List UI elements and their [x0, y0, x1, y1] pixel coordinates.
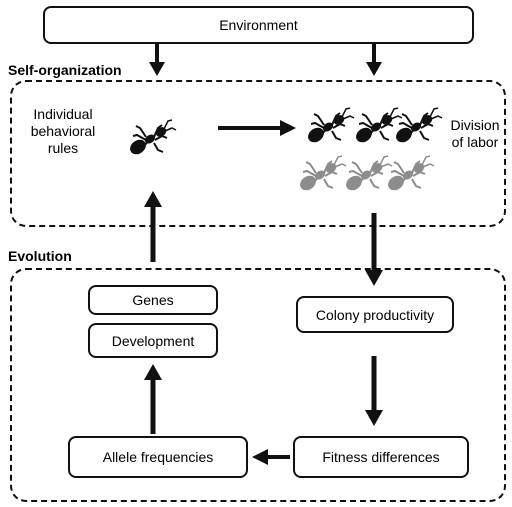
- environment-box: Environment: [43, 6, 474, 44]
- individual-rules-text: Individual behavioral rules: [18, 106, 108, 157]
- arrow-rules-to-division: [218, 120, 296, 136]
- ant-active-icon: [305, 107, 355, 146]
- self-organization-region: [10, 80, 506, 227]
- ant-idle-icon: [297, 155, 347, 194]
- arrow-colony-to-fitness: [365, 356, 383, 426]
- ant-idle-icon: [343, 155, 393, 194]
- allele-frequencies-box: Allele frequencies: [68, 436, 248, 478]
- development-label: Development: [111, 332, 195, 349]
- arrow-env-to-left: [149, 44, 165, 76]
- development-box: Development: [88, 323, 218, 358]
- evolution-title: Evolution: [8, 248, 72, 264]
- ant-idle-icon: [385, 155, 435, 194]
- arrow-env-to-right: [366, 44, 382, 76]
- genes-box: Genes: [88, 285, 218, 315]
- ant-active-icon: [353, 107, 403, 146]
- self-organization-title: Self-organization: [8, 62, 122, 78]
- fitness-differences-box: Fitness differences: [293, 436, 469, 478]
- arrow-division-to-colony: [365, 213, 383, 286]
- division-of-labor-text: Division of labor: [440, 117, 510, 151]
- arrow-genes-to-rules: [144, 191, 162, 262]
- allele-frequencies-label: Allele frequencies: [102, 449, 214, 465]
- genes-label: Genes: [132, 292, 174, 308]
- individual-rules-line-3: rules: [47, 140, 79, 156]
- evolution-region: [10, 268, 506, 502]
- ant-active-icon: [393, 107, 443, 146]
- arrow-allele-to-development: [144, 364, 162, 434]
- arrow-fitness-to-allele: [252, 449, 290, 465]
- individual-rules-line-2: behavioral: [30, 123, 96, 139]
- ant-individual-icon: [127, 119, 177, 158]
- division-line-2: of labor: [451, 134, 499, 150]
- individual-rules-line-1: Individual: [33, 106, 93, 122]
- colony-productivity-label: Colony productivity: [315, 306, 435, 323]
- division-line-1: Division: [450, 117, 500, 133]
- environment-label: Environment: [219, 17, 298, 33]
- fitness-differences-label: Fitness differences: [322, 449, 440, 465]
- colony-productivity-box: Colony productivity: [296, 296, 454, 333]
